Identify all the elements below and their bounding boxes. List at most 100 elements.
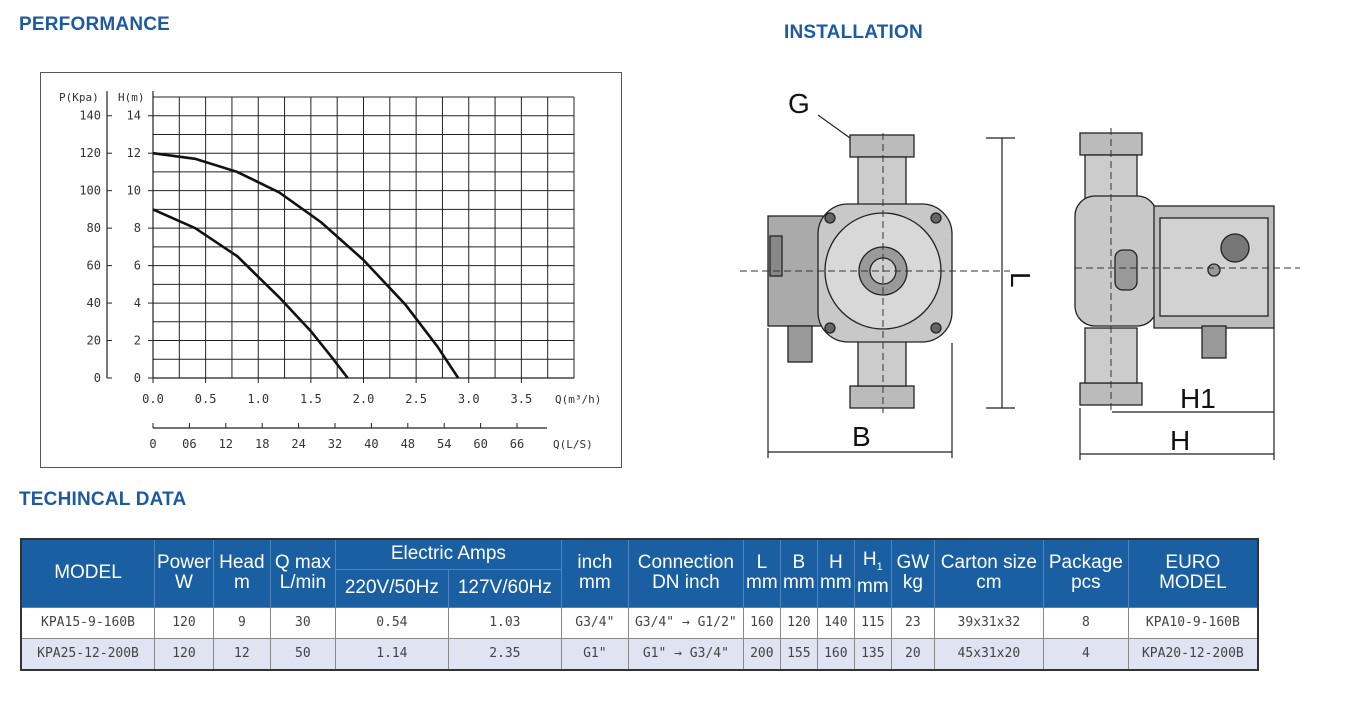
- x2-tick-label: 48: [401, 437, 415, 451]
- pipe-neck-top: [857, 156, 907, 208]
- technical-data-title: TECHINCAL DATA: [19, 489, 187, 510]
- cable-gland: [787, 325, 813, 363]
- cell-package: 8: [1042, 606, 1129, 639]
- cell-model: KPA15-9-160B: [20, 606, 155, 639]
- y-tick-label-m: 8: [134, 221, 141, 235]
- x-tick-label: 3.0: [458, 392, 480, 406]
- pump-side-view: [1074, 132, 1275, 406]
- bolt: [930, 212, 942, 224]
- label-b: B: [852, 421, 871, 452]
- y-tick-label-m: 6: [134, 259, 141, 273]
- cell-connection: G1" → G3/4": [627, 637, 744, 670]
- label-h: H: [1170, 425, 1190, 456]
- y-tick-label-kpa: 140: [79, 109, 101, 123]
- cell-l: 160: [742, 606, 781, 639]
- cell-euro-model: KPA20-12-200B: [1127, 637, 1259, 670]
- label-l: L: [1005, 272, 1036, 288]
- cell-h1: 115: [853, 606, 892, 639]
- x-tick-label: 2.5: [405, 392, 427, 406]
- cell-l: 200: [742, 637, 781, 670]
- cell-power: 120: [154, 606, 214, 639]
- y-tick-label-m: 10: [127, 184, 141, 198]
- bolt: [824, 322, 836, 334]
- cell-b: 155: [779, 637, 818, 670]
- pipe-flange-top: [849, 134, 915, 158]
- x2-tick-label: 40: [364, 437, 378, 451]
- y-tick-label-kpa: 100: [79, 184, 101, 198]
- x2-tick-label: 18: [255, 437, 269, 451]
- side-screw: [1207, 263, 1221, 277]
- cell-euro-model: KPA10-9-160B: [1127, 606, 1259, 639]
- x-tick-label: 0.0: [142, 392, 164, 406]
- cell-amps-127: 1.03: [447, 606, 562, 639]
- col-model: MODEL: [20, 538, 155, 608]
- cell-inch: G1": [560, 637, 629, 670]
- pipe-neck-bottom: [857, 335, 907, 387]
- col-amps-220: 220V/50Hz: [334, 568, 449, 608]
- cell-qmax: 30: [269, 606, 336, 639]
- x2-tick-label: 66: [510, 437, 524, 451]
- y-tick-label-kpa: 60: [87, 259, 101, 273]
- x-tick-label: 1.5: [300, 392, 322, 406]
- cell-amps-127: 2.35: [447, 637, 562, 670]
- x2-tick-label: 06: [182, 437, 196, 451]
- x2-tick-label: 0: [149, 437, 156, 451]
- y-tick-label-m: 14: [127, 109, 141, 123]
- cell-amps-220: 0.54: [334, 606, 449, 639]
- label-h1: H1: [1180, 383, 1216, 414]
- cell-gw: 20: [890, 637, 935, 670]
- cell-qmax: 50: [269, 637, 336, 670]
- cell-h: 140: [816, 606, 855, 639]
- cell-connection: G3/4" → G1/2": [627, 606, 744, 639]
- y-tick-label-kpa: 40: [87, 296, 101, 310]
- table-row: KPA15-9-160B 120 9 30 0.54 1.03 G3/4" G3…: [20, 606, 1259, 639]
- y-tick-label-m: 4: [134, 296, 141, 310]
- col-electric-amps: Electric Amps: [334, 538, 562, 570]
- y-axis-label-m: H(m): [118, 91, 145, 104]
- speed-switch: [1220, 233, 1250, 263]
- x-tick-label: 0.5: [195, 392, 217, 406]
- x2-tick-label: 60: [473, 437, 487, 451]
- cell-power: 120: [154, 637, 214, 670]
- y-axis-label-kpa: P(Kpa): [59, 91, 99, 104]
- x2-tick-label: 54: [437, 437, 451, 451]
- performance-title: PERFORMANCE: [19, 14, 171, 35]
- x-tick-label: 1.0: [247, 392, 269, 406]
- x-axis-label: Q(m³/h): [555, 393, 601, 406]
- cell-h1: 135: [853, 637, 892, 670]
- side-plug: [1114, 249, 1138, 291]
- x2-axis-label: Q(L/S): [553, 438, 593, 451]
- y-tick-label-m: 2: [134, 334, 141, 348]
- cell-h: 160: [816, 637, 855, 670]
- installation-title: INSTALLATION: [784, 22, 923, 43]
- cell-carton: 45x31x20: [933, 637, 1044, 670]
- x2-tick-label: 24: [291, 437, 305, 451]
- x-tick-label: 2.0: [353, 392, 375, 406]
- cell-carton: 39x31x32: [933, 606, 1044, 639]
- label-g: G: [788, 88, 810, 119]
- pipe-flange-bottom: [849, 385, 915, 409]
- col-amps-127: 127V/60Hz: [447, 568, 562, 608]
- cell-package: 4: [1042, 637, 1129, 670]
- installation-drawing: G L B H1 H: [740, 88, 1300, 460]
- cell-gw: 23: [890, 606, 935, 639]
- cell-head: 9: [212, 606, 271, 639]
- side-cap: [769, 235, 783, 277]
- y-tick-label-kpa: 0: [94, 371, 101, 385]
- x2-tick-label: 32: [328, 437, 342, 451]
- cell-amps-220: 1.14: [334, 637, 449, 670]
- cell-b: 120: [779, 606, 818, 639]
- performance-chart-svg: 02468101214020406080100120140P(Kpa)H(m)0…: [59, 91, 601, 451]
- cell-inch: G3/4": [560, 606, 629, 639]
